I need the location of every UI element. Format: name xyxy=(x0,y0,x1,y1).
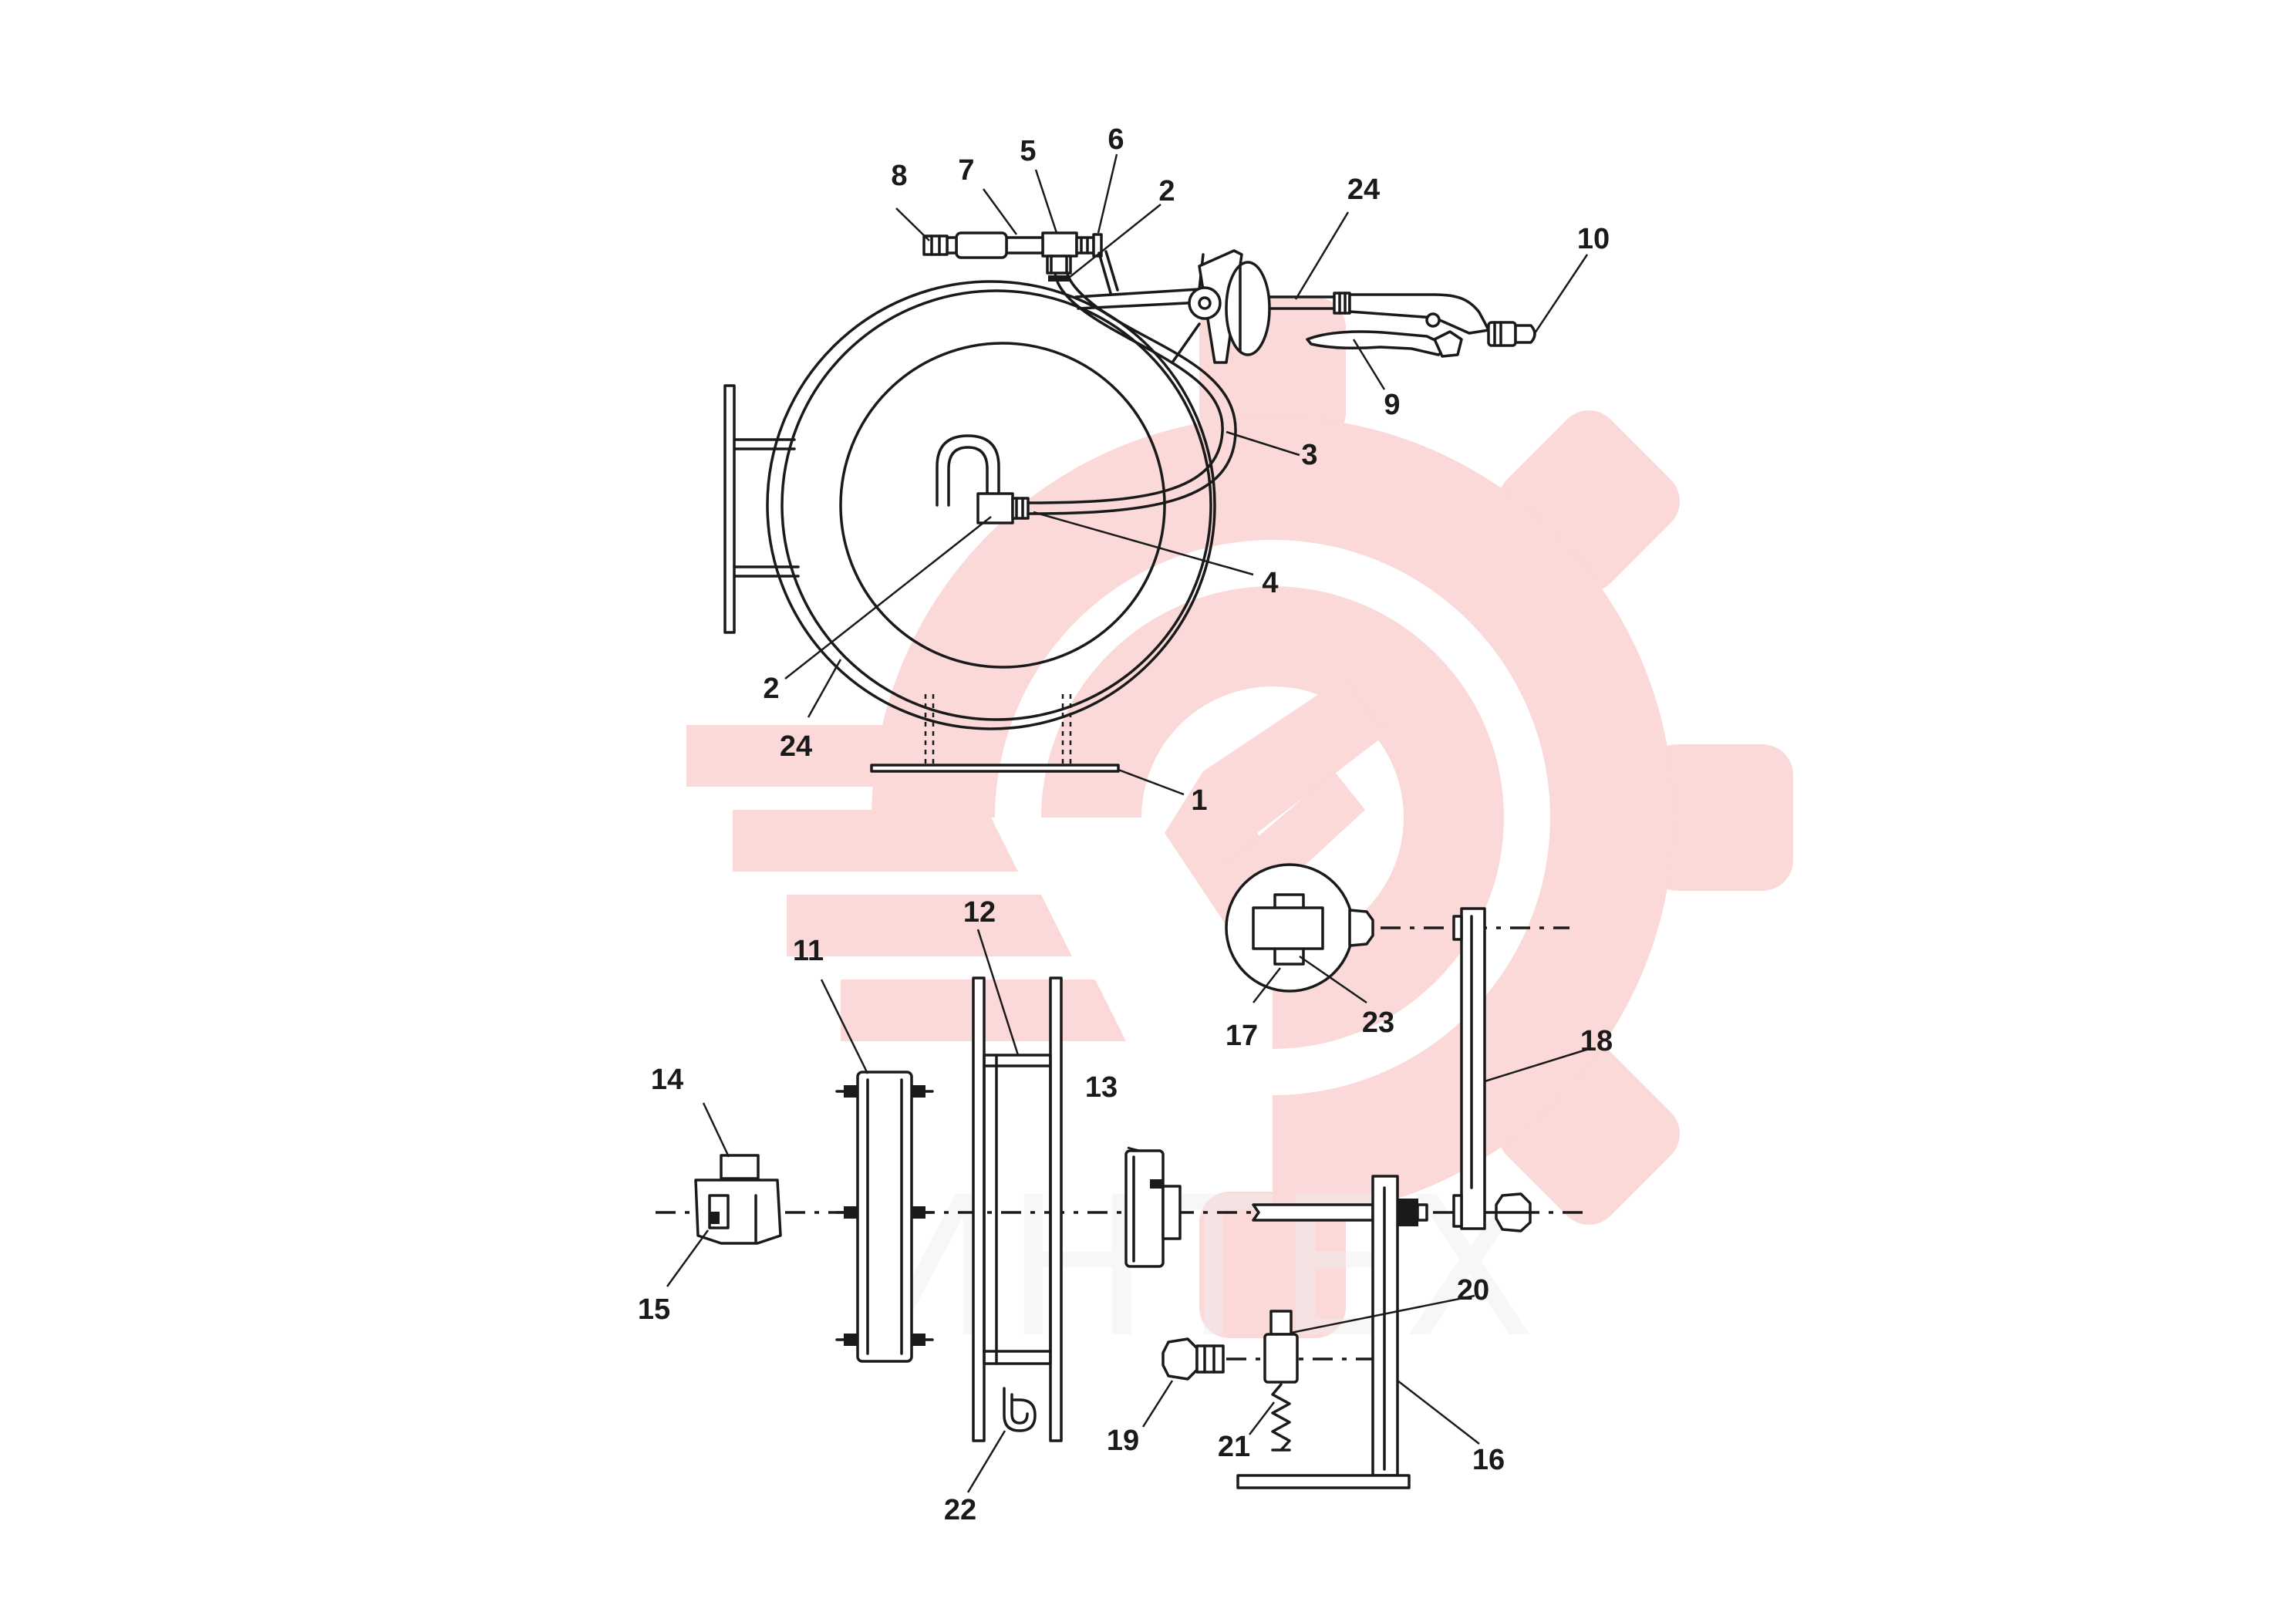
plunger-head xyxy=(1269,1310,1293,1336)
callout-11: 11 xyxy=(793,935,824,967)
spool-left-flange xyxy=(972,976,986,1442)
lock-bar xyxy=(1460,907,1486,1230)
swivel-block-top xyxy=(720,1154,760,1180)
callout-4: 4 xyxy=(1262,567,1278,599)
callout-20: 20 xyxy=(1457,1274,1489,1307)
grease-nipple-hex xyxy=(1161,1337,1199,1381)
callout-5: 5 xyxy=(1020,135,1036,167)
inline-filter xyxy=(955,231,1008,259)
spool-hook xyxy=(1003,1387,1037,1432)
spool-right-flange xyxy=(1049,976,1063,1442)
callout-24-bottom: 24 xyxy=(780,730,812,763)
callout-2-bottom: 2 xyxy=(763,673,779,705)
callout-3: 3 xyxy=(1301,439,1317,471)
flange-plate xyxy=(856,1071,913,1363)
callout-21: 21 xyxy=(1218,1431,1250,1463)
bushing xyxy=(1124,1149,1165,1268)
base-plate xyxy=(870,764,1120,773)
callout-17: 17 xyxy=(1226,1020,1258,1052)
reel-hub xyxy=(839,342,1166,669)
axle-thread xyxy=(1397,1199,1418,1226)
hose-reel-assembly xyxy=(723,231,1536,773)
callout-12: 12 xyxy=(963,896,996,929)
guide-roller xyxy=(1188,286,1222,320)
grease-nipple xyxy=(1195,1344,1225,1374)
callout-10: 10 xyxy=(1577,223,1610,255)
callout-7: 7 xyxy=(958,154,974,187)
hose-stop-ball xyxy=(1225,261,1271,356)
leader-lines xyxy=(666,153,1590,1493)
callout-15: 15 xyxy=(638,1293,670,1326)
nozzle-tip xyxy=(1514,324,1536,344)
swivel-elbow xyxy=(976,492,1014,524)
wall-mount-plate xyxy=(723,384,736,634)
callout-16: 16 xyxy=(1472,1444,1505,1476)
tee-fitting xyxy=(1041,231,1078,258)
watermark-text: ИНТЕХ xyxy=(856,1155,1540,1380)
flange-studs xyxy=(835,1085,934,1346)
reel-outer-rim xyxy=(766,280,1216,730)
exploded-view xyxy=(656,863,1589,1489)
plunger-body xyxy=(1263,1333,1299,1384)
callout-labels: 8 7 5 6 2 24 10 9 3 4 2 24 1 12 11 13 14… xyxy=(638,123,1613,1526)
callout-8: 8 xyxy=(891,160,907,192)
hose-outer xyxy=(1027,257,1224,504)
callout-2-top: 2 xyxy=(1158,175,1175,207)
callout-6: 6 xyxy=(1108,123,1124,156)
callout-18: 18 xyxy=(1580,1025,1613,1057)
callout-23: 23 xyxy=(1362,1007,1394,1039)
callout-1: 1 xyxy=(1191,784,1207,817)
callout-24-top: 24 xyxy=(1347,174,1380,206)
nozzle-body xyxy=(1348,293,1490,335)
callout-22: 22 xyxy=(944,1494,976,1526)
axle-shaft xyxy=(1252,1203,1374,1222)
reel-rim-inner xyxy=(781,289,1212,721)
plunger-spring xyxy=(1271,1383,1291,1452)
callout-14: 14 xyxy=(651,1064,683,1096)
axle-foot xyxy=(1236,1474,1411,1489)
callout-13: 13 xyxy=(1085,1071,1118,1104)
callout-19: 19 xyxy=(1107,1425,1139,1457)
callout-9: 9 xyxy=(1384,389,1400,421)
